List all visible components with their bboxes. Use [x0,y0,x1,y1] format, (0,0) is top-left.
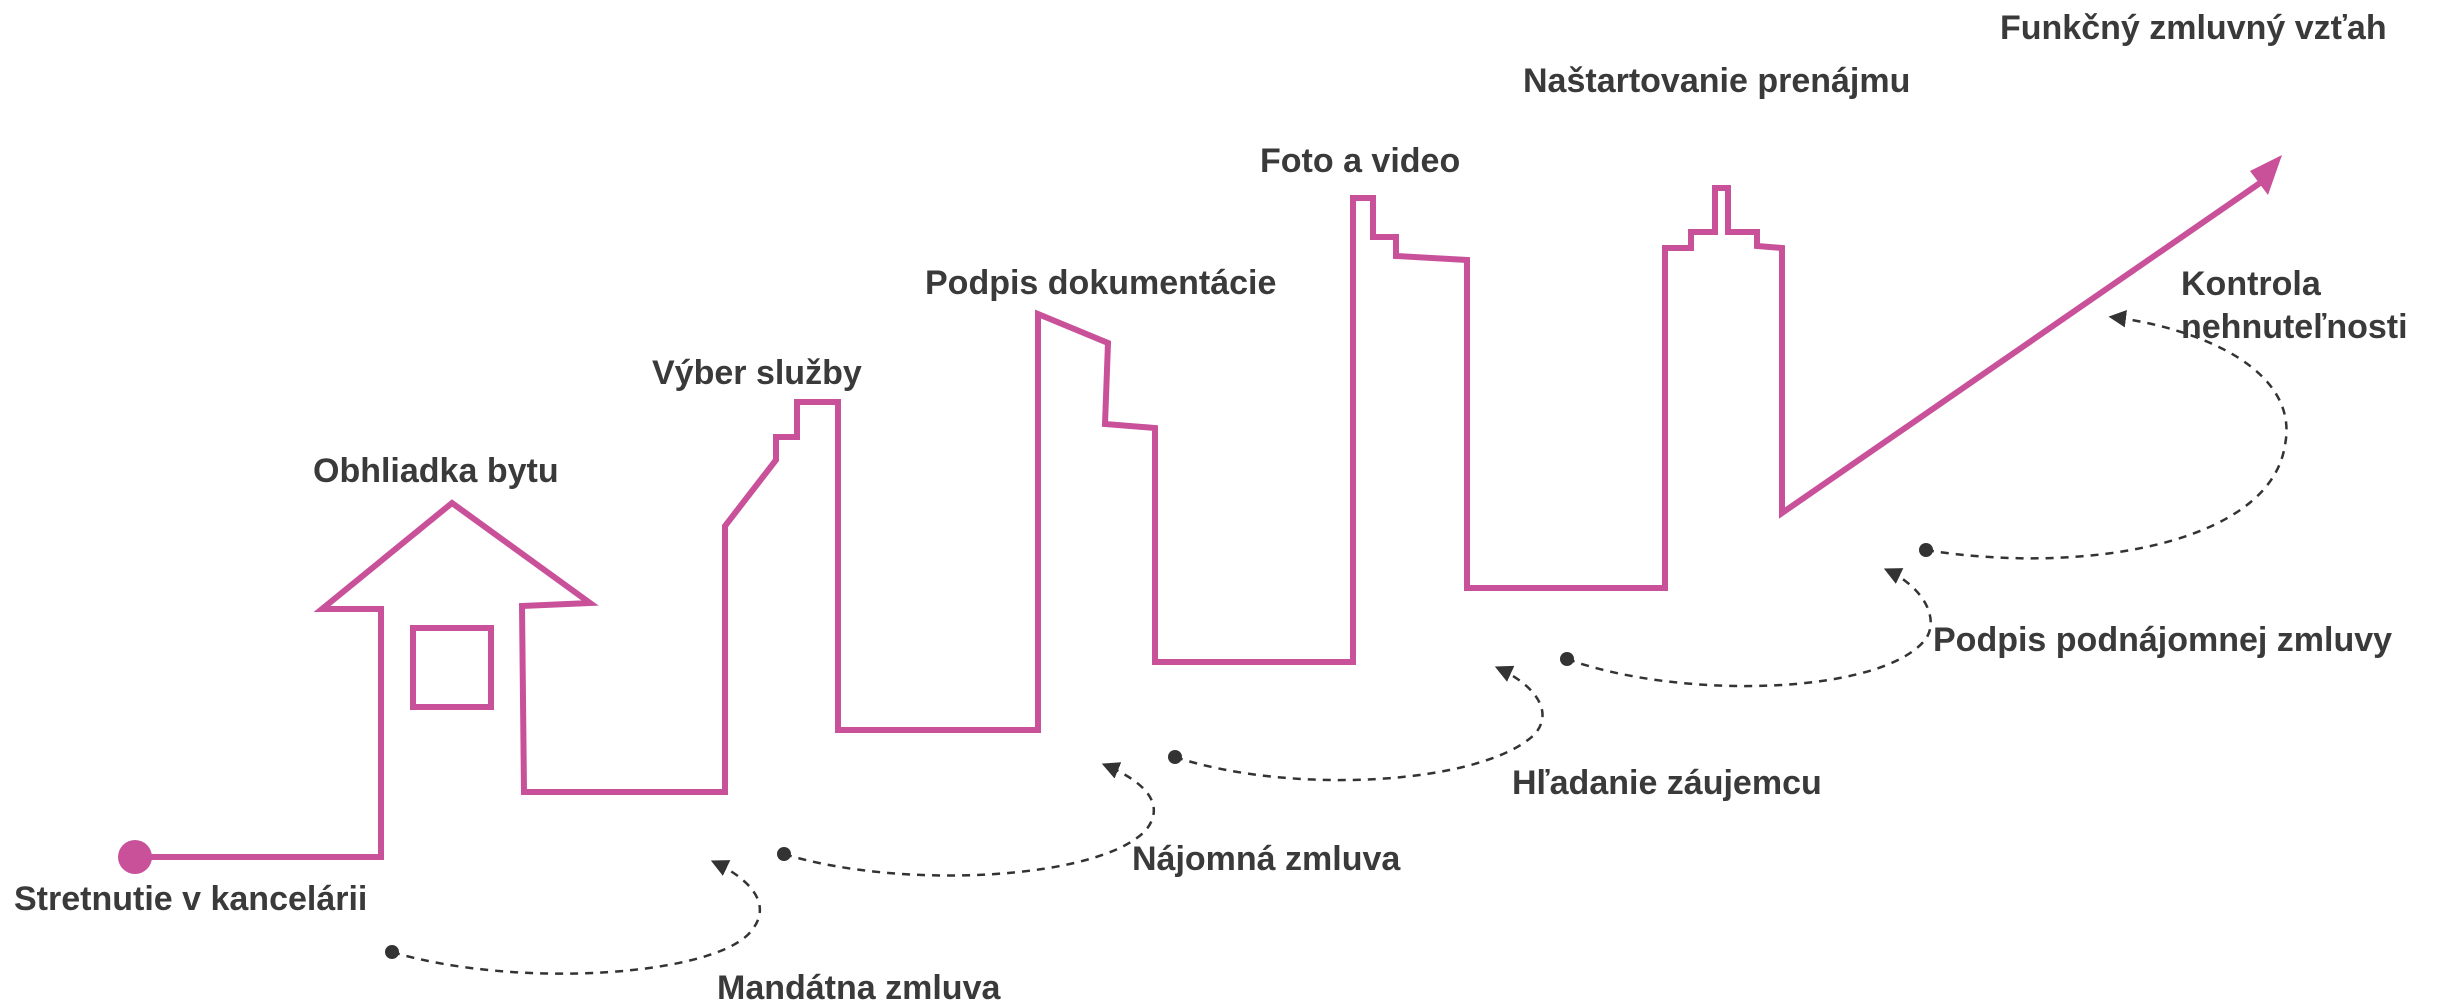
label-check-line2: nehnuteľnosti [2181,308,2408,346]
label-lease: Nájomná zmluva [1132,840,1401,878]
connector-check [1925,310,2288,560]
label-photo: Foto a video [1260,142,1460,180]
skyline-path [135,180,2262,860]
start-dot-icon [118,840,152,874]
label-mandate: Mandátna zmluva [717,969,1001,1006]
connector-dot [1919,543,1933,557]
label-check-line1: Kontrola [2181,265,2322,303]
label-relationship: Funkčný zmluvný vzťah [2000,9,2387,47]
connector-dot [1560,652,1574,666]
arrowhead-icon [2250,155,2282,195]
label-start: Stretnutie v kancelárii [14,880,367,918]
label-sublease: Podpis podnájomnej zmluvy [1933,621,2392,659]
connector-lease [783,762,1156,877]
label-search: Hľadanie záujemcu [1512,764,1822,802]
connector-dot [777,847,791,861]
label-docs: Podpis dokumentácie [925,264,1276,302]
connector-dot [1168,750,1182,764]
connector-dot [385,945,399,959]
label-service: Výber služby [652,354,862,392]
connector-search [1174,665,1544,782]
connector-mandate [391,860,762,975]
house-window [410,625,494,710]
label-house: Obhliadka bytu [313,452,559,490]
connector-sublease [1566,568,1932,688]
label-rental: Naštartovanie prenájmu [1523,62,1910,100]
